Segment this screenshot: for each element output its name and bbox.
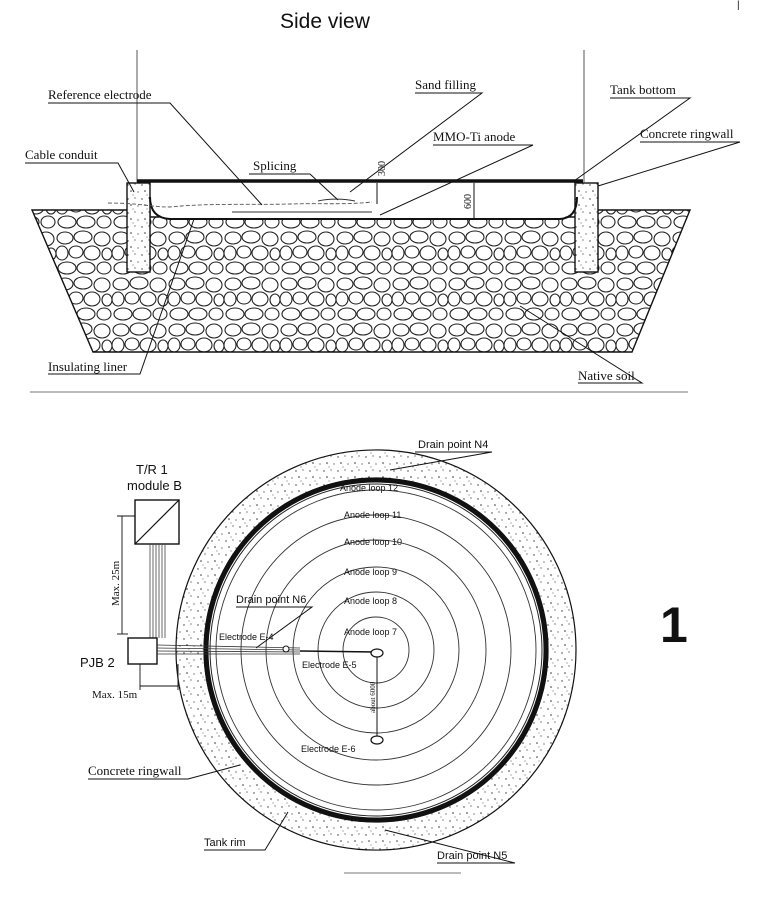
label-anode-loop-7: Anode loop 7 xyxy=(344,627,397,637)
concrete-ringwall-right xyxy=(574,182,599,273)
page-corner-mark: | xyxy=(737,0,740,11)
reference-electrode-cable xyxy=(107,201,373,208)
concrete-ringwall-left xyxy=(126,182,151,273)
plan-view: Anode loop 12 Anode loop 11 Anode loop 1… xyxy=(80,439,577,874)
label-electrode-e6: Electrode E-6 xyxy=(301,744,356,754)
anode-loop-ring-10 xyxy=(265,539,487,761)
label-electrode-e4: Electrode E-4 xyxy=(219,632,274,642)
label-tank-bottom: Tank bottom xyxy=(610,82,676,97)
label-mmo-ti-anode: MMO-Ti anode xyxy=(433,129,515,144)
side-view: Side view | 300 600 xyxy=(25,0,741,393)
anode-loop-ring-7 xyxy=(342,616,410,684)
label-drain-point-n6: Drain point N6 xyxy=(236,594,306,606)
anode-loop-ring-11 xyxy=(240,514,512,786)
label-concrete-ringwall-plan: Concrete ringwall xyxy=(88,763,182,778)
tank-rim-inner xyxy=(209,483,543,817)
transformer-rectifier-diagonal xyxy=(134,499,180,545)
cable-bundle-tr-pjb xyxy=(149,544,166,638)
figure-number: 1 xyxy=(660,597,688,653)
label-anode-loop-11: Anode loop 11 xyxy=(344,510,401,520)
label-pjb-2: PJB 2 xyxy=(80,655,115,670)
cable-bundle-pjb-tank xyxy=(156,644,377,655)
label-anode-loop-8: Anode loop 8 xyxy=(344,596,397,606)
label-insulating-liner: Insulating liner xyxy=(48,359,128,374)
label-tr-1: T/R 1 xyxy=(136,462,168,477)
anode-loop-rings xyxy=(215,489,537,811)
sand-filling xyxy=(150,183,578,218)
insulating-liner xyxy=(149,196,578,220)
label-splicing: Splicing xyxy=(253,158,297,173)
label-anode-loop-9: Anode loop 9 xyxy=(344,567,397,577)
dimension-300: 300 xyxy=(377,161,388,176)
electrode-e6-marker xyxy=(370,735,384,745)
label-anode-loop-12: Anode loop 12 xyxy=(340,483,398,493)
label-tank-rim: Tank rim xyxy=(204,837,246,849)
label-anode-loop-10: Anode loop 10 xyxy=(344,537,402,547)
label-tr-module: module B xyxy=(127,478,182,493)
label-concrete-ringwall: Concrete ringwall xyxy=(640,126,734,141)
label-drain-point-n5: Drain point N5 xyxy=(437,850,507,862)
electrode-e5-marker xyxy=(370,648,384,658)
dimension-600: 600 xyxy=(463,194,474,209)
label-reference-electrode: Reference electrode xyxy=(48,87,152,102)
anode-loop-ring-12 xyxy=(215,489,537,811)
electrode-e4-marker xyxy=(282,645,290,653)
label-cable-conduit: Cable conduit xyxy=(25,147,98,162)
label-electrode-e5: Electrode E-5 xyxy=(302,660,357,670)
positive-junction-box xyxy=(127,637,158,665)
label-max-15m: Max. 15m xyxy=(92,689,138,701)
label-sand-filling: Sand filling xyxy=(415,77,477,92)
side-view-title: Side view xyxy=(280,10,371,33)
side-view-leaders xyxy=(25,92,741,384)
plan-view-leaders xyxy=(88,451,516,864)
label-electrode-spacing: about 6000 xyxy=(369,681,377,713)
label-max-25m: Max. 25m xyxy=(110,560,122,606)
anode-loop-ring-8 xyxy=(317,591,435,709)
label-drain-point-n4: Drain point N4 xyxy=(418,439,488,451)
label-native-soil: Native soil xyxy=(578,368,635,383)
